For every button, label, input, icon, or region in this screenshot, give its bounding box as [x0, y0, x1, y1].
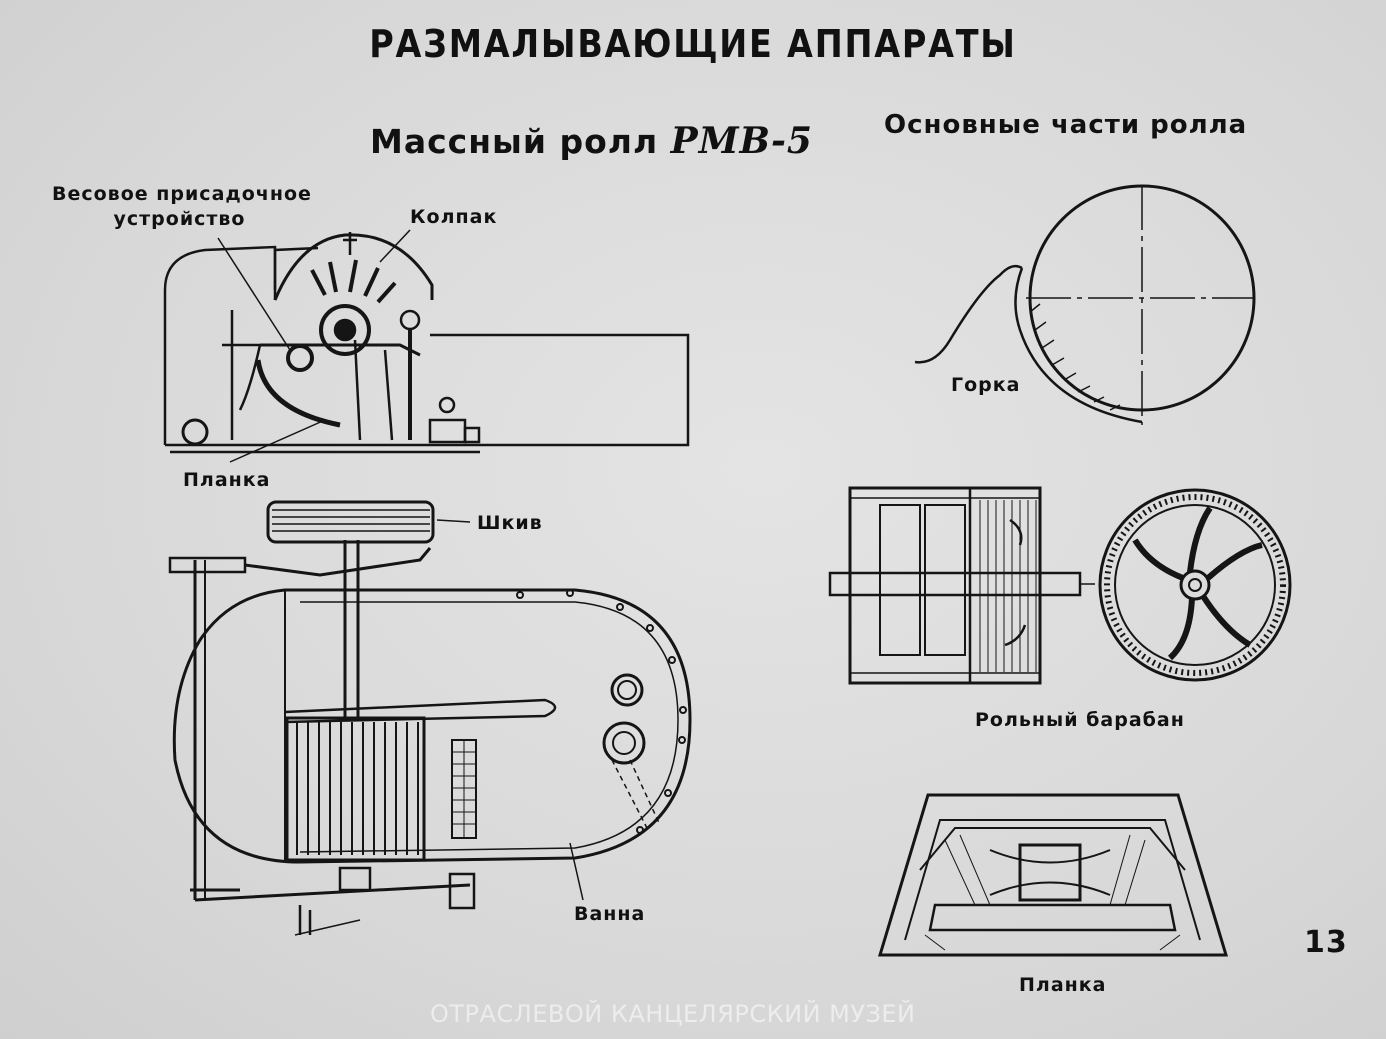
drum-end-view: [1098, 488, 1292, 682]
bar-section-diagram: [877, 793, 1229, 957]
drum-diagram: [828, 486, 1095, 685]
bar-label-top: Планка: [183, 469, 271, 491]
tub-label: Ванна: [574, 903, 646, 925]
pulley-label: Шкив: [477, 512, 543, 534]
watermark: ОТРАСЛЕВОЙ КАНЦЕЛЯРСКИЙ МУЗЕЙ: [430, 1000, 916, 1028]
roll-plan-view: [168, 500, 692, 936]
roll-side-view: [163, 232, 690, 454]
roll-model-heading-text: Массный ролл: [370, 122, 659, 161]
backfall-label: Горка: [951, 374, 1021, 396]
feeder-label: Весовое присадочное устройство: [52, 182, 312, 232]
hood-label: Колпак: [410, 206, 498, 228]
page-number: 13: [1304, 925, 1348, 960]
roll-model-heading: Массный ролл РМВ-5: [370, 120, 813, 162]
page-title: РАЗМАЛЫВАЮЩИЕ АППАРАТЫ: [369, 22, 1017, 66]
roll-parts-heading: Основные части ролла: [884, 110, 1248, 140]
bar-label-bottom: Планка: [1019, 974, 1107, 996]
roll-model-code: РМВ-5: [670, 120, 813, 162]
backfall-diagram: [914, 184, 1256, 425]
feeder-label-line1: Весовое присадочное: [52, 183, 312, 205]
feeder-label-line2: устройство: [113, 208, 246, 230]
drum-label: Рольный барабан: [975, 709, 1185, 731]
